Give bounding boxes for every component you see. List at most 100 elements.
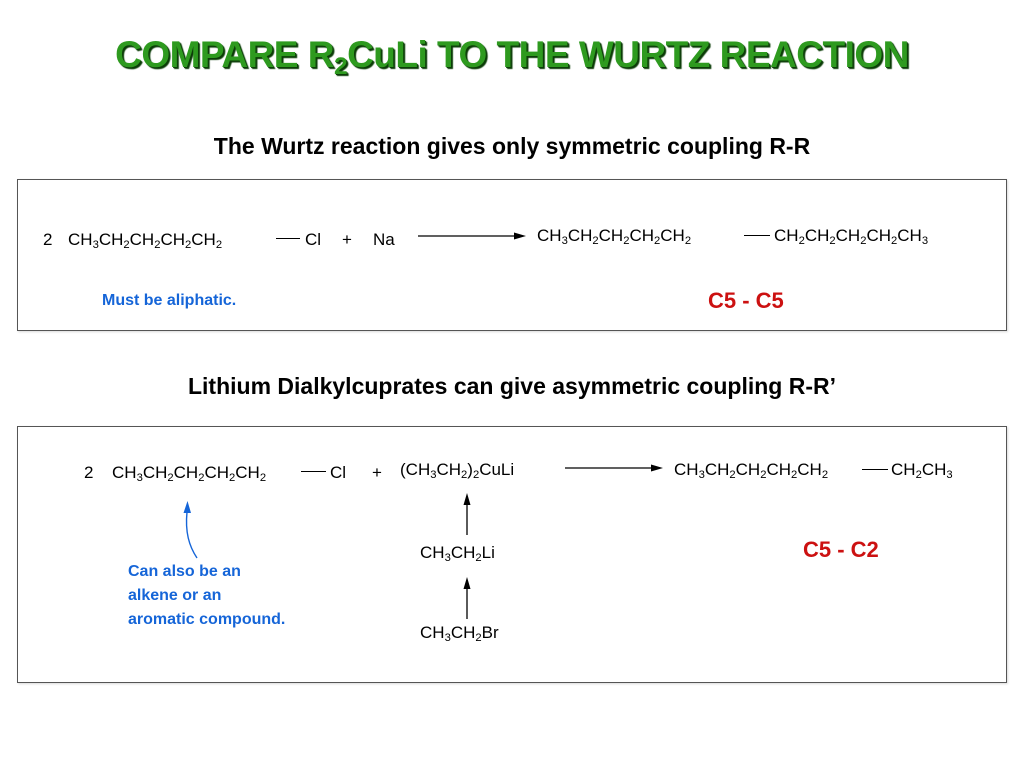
formula-subscript: 2 [475,632,482,645]
wurtz-product-left: CH3CH2CH2CH2CH2 [537,226,691,248]
formula-group: CH [204,463,229,482]
formula-group: CH [774,226,799,245]
formula-group: CH [735,460,761,479]
formula-group: CH [598,226,624,245]
formula-group: Br [481,623,499,642]
cuprate-product-bond [862,469,888,471]
formula-group: CH [660,226,685,245]
formula-subscript: 3 [561,235,568,248]
formula-subscript: 3 [92,239,99,252]
formula-subscript: 3 [698,469,705,482]
wurtz-reaction-arrow-icon [418,232,526,240]
cuprate-product-left: CH3CH2CH2CH2CH2 [674,460,829,482]
formula-group: CH [436,460,462,479]
formula-group: CH [804,226,830,245]
formula-subscript: 2 [654,235,661,248]
wurtz-coefficient: 2 [43,230,53,249]
formula-group: CH [129,230,155,249]
cuprate-note-line: Can also be an [128,563,241,580]
wurtz-product-bond [744,235,770,237]
wurtz-heading: The Wurtz reaction gives only symmetric … [213,133,811,159]
formula-group: CuLi [479,460,515,479]
wurtz-reagent-na: Na [373,230,395,249]
wurtz-halogen: Cl [305,230,322,249]
formula-subscript: 3 [444,552,451,565]
wurtz-note: Must be aliphatic. [102,292,237,309]
cuprate-plus: + [372,463,382,482]
formula-group: CH [629,226,654,245]
precursor-ethylbromide: CH3CH2Br [420,623,499,645]
formula-subscript: 2 [475,552,482,565]
wurtz-result: C5 - C5 [708,288,784,313]
formula-group: CH [112,463,137,482]
formula-group: CH [704,460,730,479]
cuprate-result: C5 - C2 [803,537,879,562]
formula-group: CH [674,460,699,479]
formula-group: CH [420,623,445,642]
formula-group: (CH [400,460,431,479]
wurtz-reactant: CH3CH2CH2CH2CH2 [68,230,223,252]
formula-group: CH [891,460,916,479]
formula-group: CH [897,226,922,245]
formula-group: CH [68,230,93,249]
slide-title: COMPARE R2CuLi TO THE WURTZ REACTION [115,34,909,80]
formula-subscript: 2 [185,239,192,252]
formula-subscript: 2 [123,239,130,252]
formula-group: CH [173,463,199,482]
formula-group: CH [191,230,216,249]
cuprate-note-line: aromatic compound. [128,611,286,628]
up-arrow-icon [463,577,471,619]
formula-subscript: 2 [229,472,236,485]
cuprate-reactant-bond [301,471,326,473]
cuprate-note-line: alkene or an [128,587,222,604]
formula-group: CH [797,460,822,479]
curved-pointer-arrow-icon [183,501,198,559]
formula-group: CH [537,226,562,245]
cuprate-coefficient: 2 [84,463,94,482]
formula-subscript: 2 [729,469,736,482]
formula-subscript: 3 [946,469,953,482]
formula-group: CH [160,230,185,249]
formula-subscript: 2 [821,469,829,482]
formula-subscript: 2 [829,235,836,248]
formula-group: CH [235,463,260,482]
wurtz-reactant-bond [276,238,300,240]
cuprate-reagent: (CH3CH2)2CuLi [400,460,515,482]
formula-subscript: 2 [215,239,223,252]
up-arrow-icon [463,493,471,535]
cuprate-product-right: CH2CH3 [891,460,953,482]
formula-group: CH [450,543,476,562]
formula-subscript: 2 [592,235,599,248]
formula-subscript: 3 [430,469,437,482]
formula-subscript: 3 [444,632,451,645]
formula-group: CH [420,543,445,562]
formula-group: Li [481,543,495,562]
formula-group: ) [467,460,473,479]
formula-subscript: 2 [760,469,767,482]
precursor-ethyllithium: CH3CH2Li [420,543,495,565]
formula-subscript: 2 [915,469,922,482]
cuprate-reaction-arrow-icon [565,464,663,472]
formula-subscript: 3 [921,235,929,248]
formula-subscript: 2 [791,469,798,482]
cuprate-halogen: Cl [330,463,347,482]
cuprate-reactant: CH3CH2CH2CH2CH2 [112,463,266,485]
formula-subscript: 2 [198,472,205,485]
formula-subscript: 2 [860,235,867,248]
wurtz-panel [17,179,1007,331]
formula-group: CH [866,226,891,245]
formula-subscript: 2 [891,235,898,248]
cuprate-heading: Lithium Dialkylcuprates can give asymmet… [187,373,836,399]
formula-subscript: 2 [461,469,468,482]
formula-group: CH [766,460,791,479]
formula-subscript: 2 [623,235,630,248]
formula-subscript: 2 [472,469,480,482]
formula-subscript: 2 [167,472,174,485]
formula-group: CH [921,460,947,479]
wurtz-product-right: CH2CH2CH2CH2CH3 [774,226,929,248]
cuprate-panel [17,426,1007,683]
formula-subscript: 3 [136,472,143,485]
cuprate-note: Can also be an alkene or an aromatic com… [128,560,285,632]
formula-group: CH [835,226,861,245]
formula-group: CH [567,226,593,245]
